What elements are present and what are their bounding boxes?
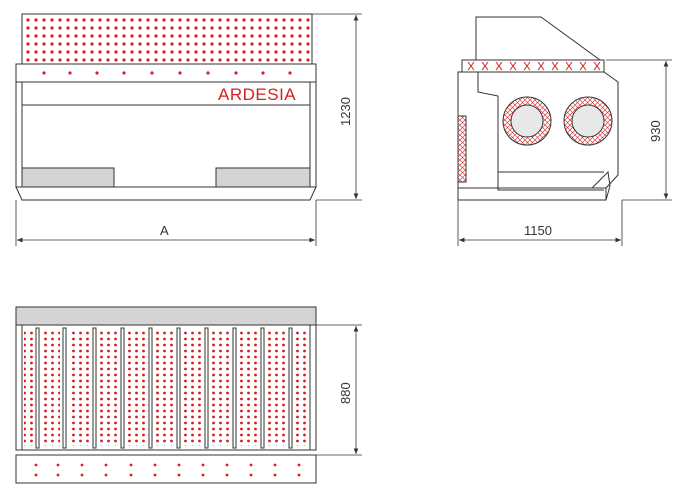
- top-depth-label: 880: [338, 382, 353, 404]
- top-dot-columns: [24, 330, 308, 446]
- side-fan-right-core: [571, 104, 605, 138]
- front-base: [15, 186, 317, 201]
- front-height-dimension: [312, 13, 362, 201]
- top-column-separators: [35, 327, 293, 449]
- side-left-panel: [457, 115, 467, 183]
- front-ledge-dots: [42, 71, 292, 75]
- side-fan-left-core: [510, 104, 544, 138]
- side-height-dimension: [606, 59, 672, 201]
- top-back-strip: [15, 306, 317, 326]
- top-view: [15, 306, 317, 484]
- front-ledge: [15, 63, 317, 83]
- top-front-ledge: [15, 454, 317, 484]
- front-height-label: 1230: [338, 97, 353, 126]
- side-height-label: 930: [648, 120, 663, 142]
- front-width-label: A: [160, 223, 169, 238]
- front-width-dimension: [15, 200, 317, 246]
- front-panel-left: [21, 167, 115, 188]
- side-depth-label: 1150: [524, 223, 552, 238]
- brand-label: ARDESIA: [218, 85, 296, 104]
- side-view: [457, 16, 619, 201]
- front-panel-right: [215, 167, 311, 188]
- side-hood: [475, 16, 602, 61]
- top-depth-dimension: [316, 324, 362, 456]
- front-plenum-dot-field: [24, 16, 310, 62]
- side-filter-crosses: [467, 61, 601, 71]
- top-front-ledge-dots: [34, 463, 301, 477]
- side-depth-dimension: [457, 200, 623, 246]
- front-view: [15, 13, 317, 201]
